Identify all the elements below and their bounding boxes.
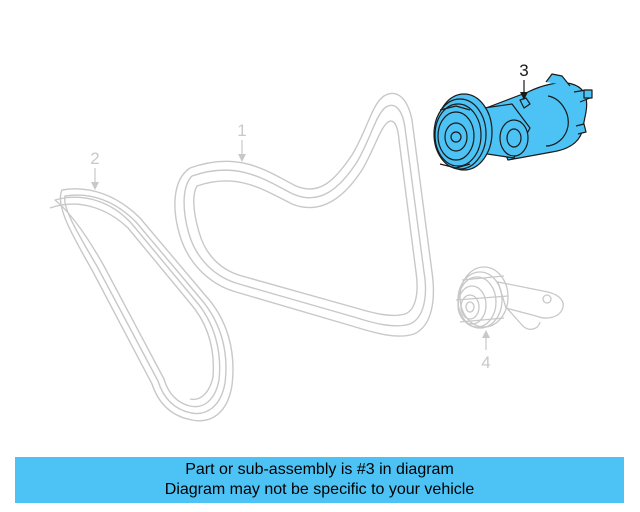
callout-2: 2 xyxy=(90,149,99,168)
callout-1: 1 xyxy=(237,121,246,140)
callout-3: 3 xyxy=(519,61,528,80)
parts-diagram: 1 2 3 4 xyxy=(49,61,593,422)
belt-1 xyxy=(174,92,435,337)
tensioner-3 xyxy=(433,73,593,171)
callout-4: 4 xyxy=(481,353,490,372)
belt-2 xyxy=(49,188,234,422)
banner-line-2: Diagram may not be specific to your vehi… xyxy=(164,481,475,498)
banner-line-1: Part or sub-assembly is #3 in diagram xyxy=(185,461,454,478)
idler-pulley-4 xyxy=(455,266,564,330)
info-banner: Part or sub-assembly is #3 in diagram Di… xyxy=(15,457,624,503)
leader-lines xyxy=(91,80,528,350)
